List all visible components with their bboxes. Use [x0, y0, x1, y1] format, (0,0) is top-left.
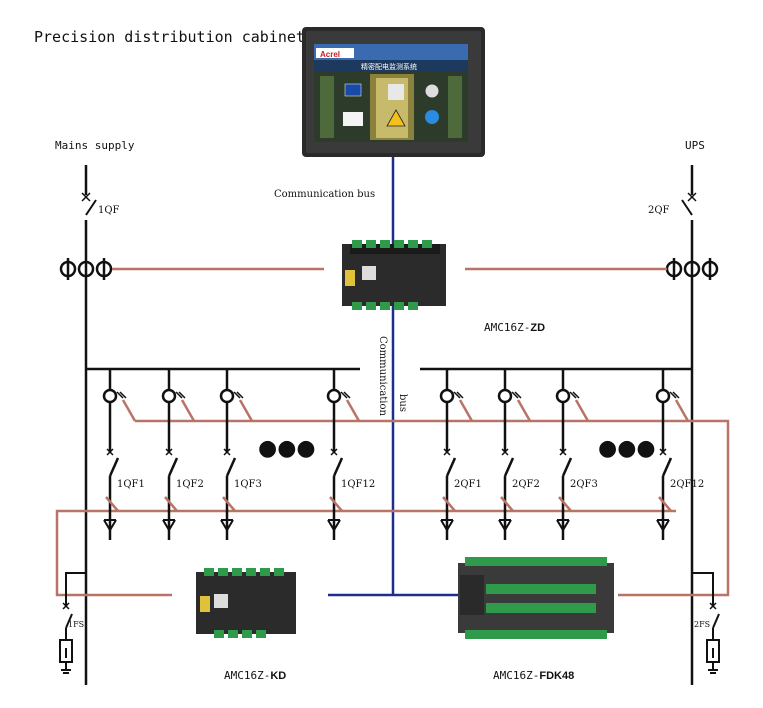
lower-sensor-loop: [55, 509, 676, 597]
hmi-gear-icon: [424, 83, 440, 99]
breaker-2qf-label: 2QF: [648, 205, 670, 216]
feeder-label: 2QF2: [512, 479, 540, 490]
hmi-brand: Acrel: [320, 50, 340, 59]
breaker-1qf-label: 1QF: [98, 205, 120, 216]
hmi-table-icon: [388, 84, 404, 100]
mains-feeder: [81, 165, 97, 685]
hmi-help-icon: [425, 110, 439, 124]
feeder-branch: 1QF3: [219, 369, 262, 540]
hmi-screen-title: 精密配电监测系统: [361, 62, 417, 71]
hmi-warning-icon: [386, 109, 406, 127]
ups-label: UPS: [685, 139, 705, 152]
ups-feeder: [681, 165, 697, 685]
fdk48-module-label: AMC16Z-FDK48: [493, 669, 574, 682]
mains-ct-group: [59, 258, 113, 280]
amc16z-zd-module: [342, 240, 446, 310]
feeder-label: 2QF12: [670, 479, 704, 490]
comm-bus-vertical-label-2: bus: [397, 394, 408, 412]
feeder-branch: 1QF2: [161, 369, 204, 540]
fuse-1fs-label: 1FS: [68, 620, 84, 629]
feeder-branch: 2QF1: [439, 369, 482, 540]
feeder-label: 1QF2: [176, 479, 204, 490]
right-ellipsis: ●●●: [598, 436, 656, 461]
feeder-label: 1QF12: [341, 479, 375, 490]
left-ellipsis: ●●●: [258, 436, 316, 461]
hmi-chart-icon: [343, 112, 363, 126]
zd-module-label: AMC16Z-ZD: [484, 321, 545, 334]
ups-ct-group: [665, 258, 719, 280]
upper-sensor-loop: [135, 419, 730, 597]
feeder-label: 1QF3: [234, 479, 262, 490]
feeder-branch: 2QF3: [555, 369, 598, 540]
amc16z-fdk48-module: [458, 557, 614, 639]
feeder-label: 2QF1: [454, 479, 482, 490]
feeder-branch: 1QF1: [102, 369, 145, 540]
feeder-branch: 2QF2: [497, 369, 540, 540]
comm-bus-vertical-label-1: Communication: [377, 336, 388, 417]
hmi-monitor-icon: [344, 83, 362, 97]
fuse-2fs-label: 2FS: [694, 620, 710, 629]
feeder-label: 1QF1: [117, 479, 145, 490]
right-feeders: 2QF1 2QF2 2QF3 2QF12: [439, 369, 704, 540]
left-feeders: 1QF1 1QF2 1QF3 1QF12: [102, 369, 375, 540]
feeder-label: 2QF3: [570, 479, 598, 490]
fuse-2fs: [692, 572, 720, 674]
feeder-branch: 1QF12: [326, 369, 375, 540]
feeder-branch: 2QF12: [655, 369, 704, 540]
fuse-1fs: [59, 572, 86, 674]
hmi-touchscreen: Acrel 精密配电监测系统: [302, 27, 485, 157]
page-title: Precision distribution cabinet: [34, 28, 305, 46]
amc16z-kd-module: [196, 568, 296, 638]
mains-supply-label: Mains supply: [55, 139, 135, 152]
comm-bus-label: Communication bus: [274, 189, 375, 200]
kd-module-label: AMC16Z-KD: [224, 669, 286, 682]
